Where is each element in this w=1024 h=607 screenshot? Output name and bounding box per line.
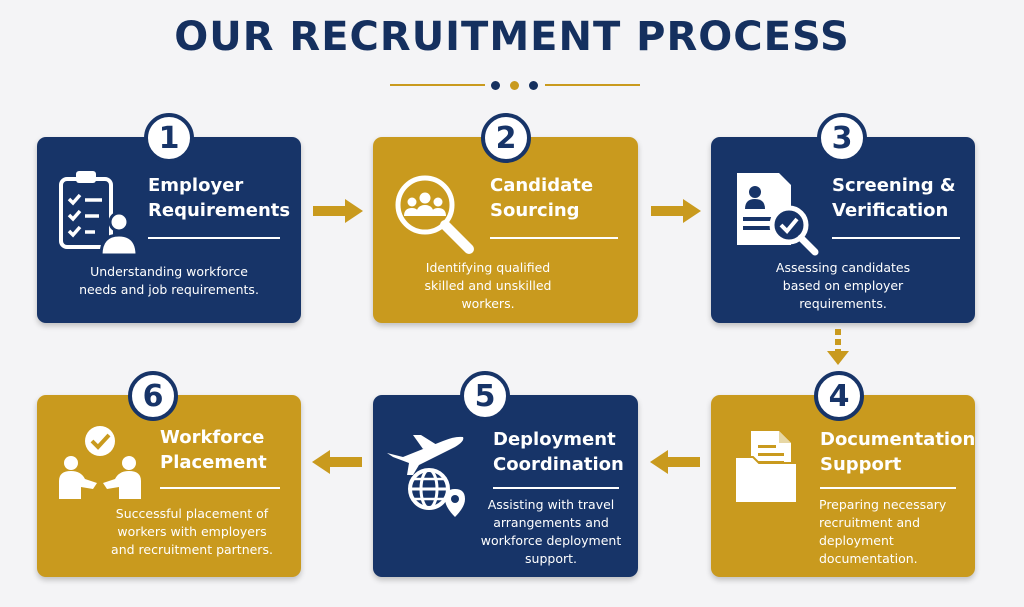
airplane-globe-icon — [387, 435, 465, 517]
magnifier-people-icon — [395, 175, 474, 254]
step-number-badge: 6 — [128, 371, 178, 421]
title-underline — [490, 237, 618, 239]
step-card-3: 3 Screening &Verification Assessing cand… — [711, 113, 975, 323]
step-number-badge: 4 — [814, 371, 864, 421]
handshake-check-icon — [59, 426, 141, 499]
title-divider — [390, 78, 640, 92]
arrow-left-icon — [650, 450, 700, 474]
step-number-badge: 3 — [817, 113, 867, 163]
step-number-badge: 1 — [144, 113, 194, 163]
page-title: OUR RECRUITMENT PROCESS — [174, 14, 850, 60]
step-title: Screening &Verification — [832, 175, 956, 221]
step-number-badge: 2 — [481, 113, 531, 163]
title-underline — [832, 237, 960, 239]
folder-document-icon — [734, 431, 798, 504]
id-document-check-icon — [737, 173, 819, 256]
arrow-right-icon — [313, 199, 363, 223]
title-underline — [820, 487, 956, 489]
title-underline — [160, 487, 280, 489]
arrow-left-icon — [312, 450, 362, 474]
step-number-badge: 5 — [460, 371, 510, 421]
title-underline — [148, 237, 280, 239]
clipboard-checklist-person-icon — [59, 171, 137, 257]
arrow-down-dashed-icon — [827, 329, 849, 365]
arrow-right-icon — [651, 199, 701, 223]
title-underline — [493, 487, 619, 489]
